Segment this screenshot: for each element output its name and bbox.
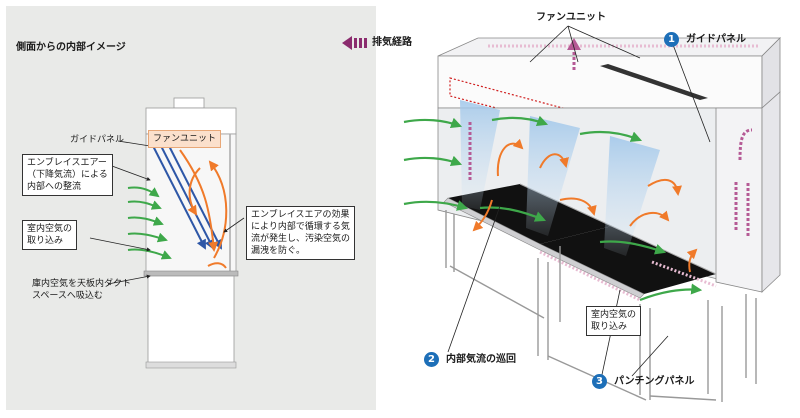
callout-2-number: 2 xyxy=(424,352,439,367)
guide-panel-label: ガイドパネル xyxy=(70,135,125,145)
right-leader-lines xyxy=(447,25,711,385)
circulation-effect-line-2: により内部で循環する気 xyxy=(251,222,350,232)
circulation-effect-box: エンブレイスエアの効果 により内部で循環する気 流が発生し、汚染空気の 漏洩を防… xyxy=(246,206,356,260)
circulation-effect-line-4: 漏洩を防ぐ。 xyxy=(251,246,306,256)
room-air-right-line-2: 取り込み xyxy=(591,322,628,332)
room-air-left-line-2: 取り込み xyxy=(27,236,64,246)
left-leader-lines xyxy=(89,140,245,285)
room-air-box-right: 室内空気の 取り込み xyxy=(586,306,642,336)
fan-unit-title: ファンユニット xyxy=(536,12,606,23)
room-air-left-line-1: 室内空気の xyxy=(27,224,73,234)
circulation-arrows xyxy=(179,149,228,269)
envelope-air-line-2: （下降気流）による xyxy=(27,170,108,180)
envelope-air-line-1: エンブレイスエアー xyxy=(27,158,107,168)
callout-3-number: 3 xyxy=(592,374,607,389)
circulation-effect-line-3: 流が発生し、汚染空気の xyxy=(251,234,351,244)
callout-2-label: 内部気流の巡回 xyxy=(446,354,516,365)
duct-intake-line-1: 庫内空気を天板内ダクト xyxy=(32,279,132,289)
duct-intake-line-2: スペースへ吸込む xyxy=(32,291,103,301)
room-air-box-left: 室内空気の 取り込み xyxy=(22,220,78,250)
exhaust-legend-icon xyxy=(342,36,367,50)
callout-1-number: 1 xyxy=(664,32,679,47)
fan-unit-label: ファンユニット xyxy=(148,130,222,148)
circulation-effect-line-1: エンブレイスエアの効果 xyxy=(251,210,350,220)
callout-1-label: ガイドパネル xyxy=(686,34,746,45)
exhaust-legend-label: 排気経路 xyxy=(372,37,412,48)
envelope-air-box: エンブレイスエアー （下降気流）による 内部への整流 xyxy=(22,154,113,196)
side-view-title: 側面からの内部イメージ xyxy=(16,42,126,53)
callout-3-label: パンチングパネル xyxy=(614,376,695,387)
exhaust-arrows xyxy=(468,48,753,236)
room-air-right-line-1: 室内空気の xyxy=(591,310,637,320)
envelope-air-line-3: 内部への整流 xyxy=(27,182,82,192)
room-air-arrows-3d xyxy=(403,115,703,302)
exhaust-up-arrowhead xyxy=(567,38,581,50)
duct-intake-label: 庫内空気を天板内ダクト スペースへ吸込む xyxy=(32,278,131,302)
circulation-arrows-3d xyxy=(472,138,698,273)
